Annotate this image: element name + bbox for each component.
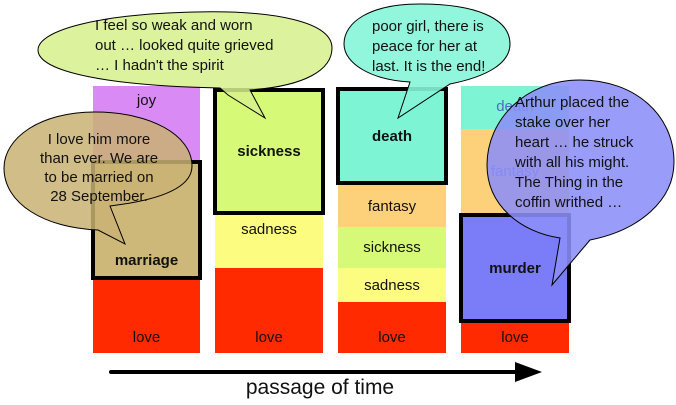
speech-bubble-3-text: poor girl, there is peace for her at las… bbox=[372, 17, 485, 77]
segment-label: love bbox=[132, 329, 161, 346]
stack-column-3: death fantasy sickness sadness love bbox=[336, 86, 448, 353]
quote-line: I feel so weak and worn bbox=[95, 17, 253, 34]
quote-line: coffin writhed … bbox=[515, 194, 623, 211]
segment-label: fantasy bbox=[367, 197, 417, 215]
quote-line: heart … he struck bbox=[515, 134, 634, 151]
segment-love: love bbox=[215, 268, 323, 353]
timeline-label: passage of time bbox=[245, 376, 395, 399]
segment-fantasy: fantasy bbox=[338, 185, 446, 227]
quote-line: to be married on bbox=[44, 169, 154, 186]
quote-line: last. It is the end! bbox=[372, 58, 486, 75]
quote-line: with all his might. bbox=[515, 154, 630, 171]
segment-label: love bbox=[501, 329, 529, 346]
quote-line: poor girl, there is bbox=[372, 18, 484, 35]
segment-sickness: sickness bbox=[338, 227, 446, 268]
segment-label: sickness bbox=[237, 143, 301, 160]
quote-line: … I hadn't the spirit bbox=[95, 57, 224, 74]
quote-line: than ever. We are bbox=[39, 150, 159, 167]
quote-line: peace for her at bbox=[372, 38, 478, 55]
segment-sadness: sadness bbox=[338, 268, 446, 302]
segment-love: love bbox=[461, 323, 569, 353]
quote-line: out … looked quite grieved bbox=[95, 37, 274, 54]
speech-bubble-4-text: Arthur placed the stake over her heart …… bbox=[515, 93, 633, 213]
segment-love: love bbox=[338, 302, 446, 353]
quote-line: Arthur placed the bbox=[515, 94, 630, 111]
segment-label: love bbox=[255, 329, 283, 346]
speech-bubble-2-text: I feel so weak and worn out … looked qui… bbox=[95, 16, 273, 76]
segment-label: sadness bbox=[364, 276, 420, 294]
quote-line: I love him more bbox=[47, 131, 151, 148]
quote-line: stake over her bbox=[515, 114, 611, 131]
segment-label: love bbox=[378, 329, 406, 346]
segment-label: death bbox=[371, 127, 412, 145]
segment-label: sadness bbox=[241, 221, 297, 238]
segment-label: sickness bbox=[363, 239, 421, 256]
speech-bubble-1-text: I love him more than ever. We are to be … bbox=[14, 130, 184, 206]
quote-line: 28 September. bbox=[50, 188, 148, 205]
quote-line: The Thing in the bbox=[515, 174, 624, 191]
segment-sadness: sadness bbox=[215, 215, 323, 268]
segment-love: love bbox=[93, 280, 200, 353]
segment-label: marriage bbox=[114, 252, 179, 269]
